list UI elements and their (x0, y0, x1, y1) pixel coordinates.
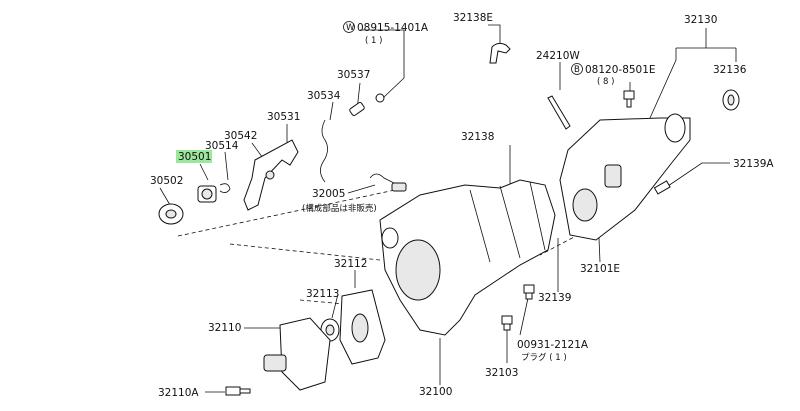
part-32110A-bolt[interactable] (225, 386, 251, 396)
label-32005[interactable]: 32005 (312, 188, 345, 200)
label-32103[interactable]: 32103 (485, 367, 518, 379)
part-08915-nut[interactable] (375, 93, 385, 103)
part-32100-transmission-case[interactable] (379, 179, 556, 336)
part-30514-clip[interactable] (219, 183, 231, 193)
label-30531[interactable]: 30531 (267, 111, 300, 123)
label-32101E[interactable]: 32101E (580, 263, 620, 275)
part-00931-plug[interactable] (523, 284, 535, 300)
bolt-circle (571, 63, 583, 75)
label-30534[interactable]: 30534 (307, 90, 341, 102)
part-32110-front-cover[interactable] (263, 317, 331, 391)
part-30534-spring[interactable] (320, 119, 328, 183)
leader-lines (159, 24, 737, 393)
label-32139[interactable]: 32139 (538, 292, 571, 304)
washer-symbol: W (346, 23, 355, 33)
part-24210W-clip[interactable] (547, 95, 571, 130)
label-30542[interactable]: 30542 (224, 130, 257, 142)
qty-08915: ( 1 ) (365, 36, 382, 46)
label-30501[interactable]: 30501 (178, 151, 211, 163)
label-30537[interactable]: 30537 (337, 69, 370, 81)
part-32103-drain-plug[interactable] (501, 315, 513, 331)
part-30502-bearing[interactable] (158, 203, 184, 225)
part-labels: W 08915-1401A ( 1 ) 30537 30534 30531 30… (150, 12, 774, 399)
part-30537-pivot[interactable] (349, 101, 365, 117)
label-00931[interactable]: 00931-2121A (517, 339, 589, 351)
washer-circle (343, 21, 355, 33)
label-32139A[interactable]: 32139A (733, 158, 774, 170)
part-32130-extension-housing[interactable] (559, 113, 691, 241)
label-08915[interactable]: 08915-1401A (357, 22, 429, 34)
label-32112[interactable]: 32112 (334, 258, 367, 270)
label-32136[interactable]: 32136 (713, 64, 747, 76)
note-00931: プラグ ( 1 ) (521, 352, 567, 363)
label-32110A[interactable]: 32110A (158, 387, 199, 399)
part-30531-fork[interactable] (243, 139, 299, 211)
part-30501-sleeve[interactable] (197, 185, 217, 203)
label-30502[interactable]: 30502 (150, 175, 183, 187)
part-32138E-breather[interactable] (489, 42, 511, 64)
label-32138E[interactable]: 32138E (453, 12, 493, 24)
label-24210W[interactable]: 24210W (536, 50, 580, 62)
highlight-30501 (176, 150, 212, 163)
label-32130[interactable]: 32130 (684, 14, 717, 26)
label-32113[interactable]: 32113 (306, 288, 339, 300)
part-32005-switch[interactable] (369, 173, 407, 192)
label-08120[interactable]: 08120-8501E (585, 64, 656, 76)
bolt-symbol: B (574, 65, 580, 75)
part-32136-seal[interactable] (722, 89, 740, 111)
label-32138[interactable]: 32138 (461, 131, 494, 143)
part-08120-bolt[interactable] (623, 90, 635, 108)
part-32139A-bolt[interactable] (653, 180, 671, 195)
note-32005: (構成部品は非販売) (302, 203, 377, 214)
qty-08120: ( 8 ) (597, 77, 614, 87)
label-32100[interactable]: 32100 (419, 386, 452, 398)
label-32110[interactable]: 32110 (208, 322, 241, 334)
part-32112-gasket[interactable] (339, 289, 386, 365)
label-30514[interactable]: 30514 (205, 140, 239, 152)
